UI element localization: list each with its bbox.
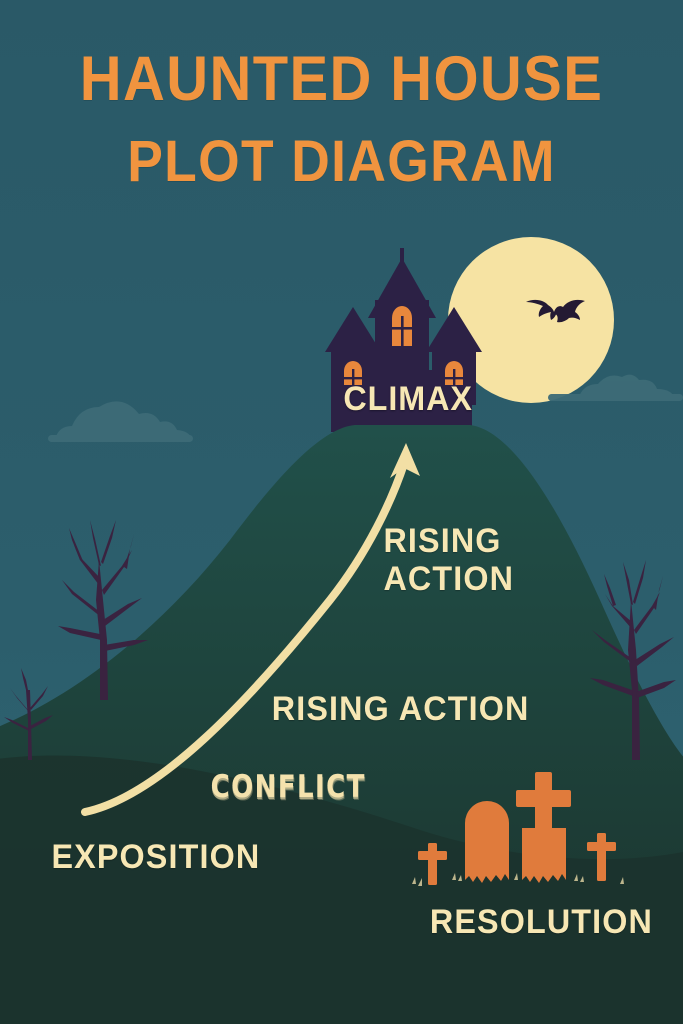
house-window-left: [343, 361, 363, 386]
graveyard-group: [412, 772, 624, 886]
bare-tree-icon-large-left: [58, 520, 148, 700]
bat-icon: [526, 299, 585, 323]
grave-cross-icon-right: [587, 833, 616, 881]
moon-icon: [448, 237, 614, 403]
tombstone-icon-rounded: [465, 801, 509, 883]
haunted-house-icon: [325, 248, 482, 432]
bare-tree-icon-small-left: [4, 668, 53, 760]
upward-arrow-icon: [81, 443, 420, 816]
cloud-icon-left: [48, 401, 193, 442]
grass-tufts: [412, 873, 624, 886]
house-window-right: [444, 361, 464, 386]
house-window-center: [391, 306, 413, 348]
bare-tree-icon-right: [590, 560, 676, 760]
grave-cross-icon-large: [516, 772, 571, 854]
cloud-icon-right: [548, 374, 683, 401]
ground-blend: [0, 755, 683, 1024]
tombstone-icon-tall: [522, 828, 566, 883]
grave-cross-icon-left: [418, 843, 447, 885]
